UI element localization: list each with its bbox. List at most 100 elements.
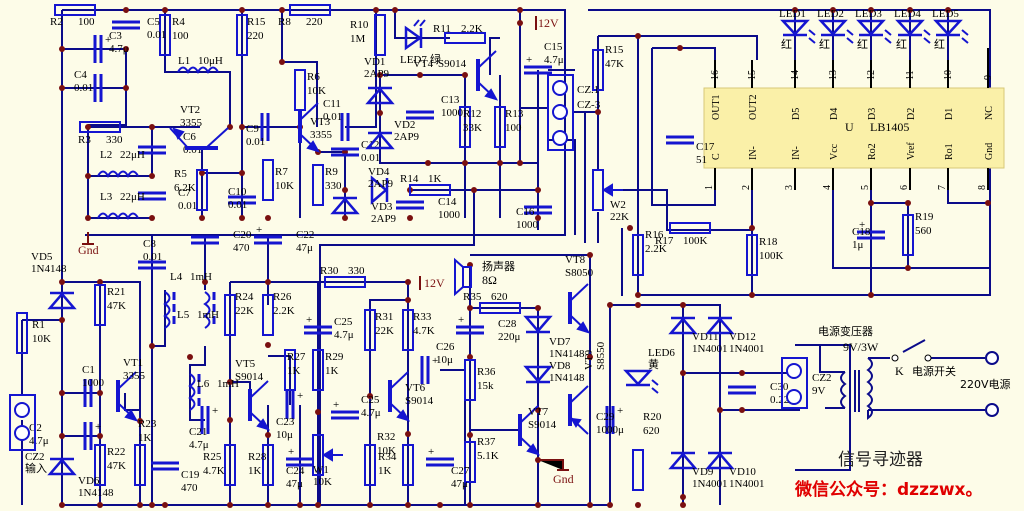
- ic-pin-number: 6: [899, 185, 910, 190]
- resistor-value: 560: [915, 225, 932, 237]
- light-arrows: [961, 29, 969, 44]
- led-symbol: [623, 369, 653, 387]
- capacitor-value: 1000: [516, 219, 539, 231]
- connector-label: 输入: [25, 461, 47, 475]
- ic-pin-number: 1: [704, 185, 715, 190]
- capacitor-ref: C27: [451, 465, 470, 477]
- mains-terminal: [985, 403, 999, 417]
- resistor-value: 15k: [477, 380, 494, 392]
- ic-lb1405: 16OUT115OUT214D513D412D311D210D19NCC1IN-…: [703, 48, 1005, 190]
- diode-value: 1N4001: [692, 343, 727, 355]
- ic-body: [703, 87, 1005, 169]
- diagram-title: 信号寻迹器: [838, 450, 923, 470]
- capacitor-value: 0.01: [74, 82, 93, 94]
- capacitor-value: 10μ: [276, 429, 293, 441]
- resistor-body: [364, 309, 376, 351]
- ic-pin-name: IN-: [748, 146, 759, 160]
- junction: [137, 502, 143, 508]
- junction: [405, 502, 411, 508]
- resistor-value: 100: [78, 16, 95, 28]
- resistor-ref: R32: [377, 431, 395, 443]
- capacitor-value: 1000: [438, 209, 461, 221]
- capacitor-ref: C1: [82, 364, 95, 376]
- connector-label: 9V: [812, 385, 826, 397]
- plus-sign: +: [617, 405, 623, 417]
- diode-value: 1N4148: [549, 372, 585, 384]
- junction: [97, 502, 103, 508]
- capacitor-plates: [83, 379, 93, 407]
- capacitor-ref: C10: [228, 186, 247, 198]
- leads: [569, 283, 589, 333]
- capacitor-value: 0.01: [147, 29, 166, 41]
- resistor-value: 1K: [428, 173, 442, 185]
- led-color: 红: [819, 38, 830, 51]
- emitter-arrow: [172, 127, 185, 140]
- plus-sign: +: [428, 446, 434, 458]
- led-ref: LED6: [648, 347, 675, 359]
- junction: [227, 502, 233, 508]
- diode-value: 1N4001: [692, 478, 727, 490]
- connector-body: [547, 74, 574, 151]
- ic-pin-name: D2: [906, 108, 917, 120]
- resistor-body: [402, 444, 414, 486]
- resistor-value: 10K: [275, 180, 294, 192]
- pot-body: [592, 169, 604, 211]
- capacitor-value: 1000: [441, 107, 464, 119]
- capacitor-plates: [138, 145, 166, 155]
- inductor-ref: L5: [177, 309, 190, 321]
- leads: [569, 385, 589, 435]
- emitter-arrow: [256, 418, 271, 431]
- resistor-ref: R24: [235, 291, 254, 303]
- resistor-ref: R25: [203, 451, 222, 463]
- capacitor-plates: [286, 457, 314, 467]
- connector-pin: [552, 104, 568, 120]
- resistor-body: [16, 312, 28, 354]
- junction: [680, 502, 686, 508]
- resistor-value: 220: [306, 16, 323, 28]
- capacitor-ref: C20: [233, 229, 252, 241]
- switch-contact: [891, 354, 899, 362]
- inductor-ref: L1: [178, 55, 190, 67]
- gnd-bottom-label: Gnd: [553, 472, 574, 486]
- wiper-arrow: [322, 448, 333, 462]
- capacitor-c6: C60.01: [138, 131, 202, 156]
- resistor-body: [224, 294, 236, 336]
- capacitor-value: 51: [696, 154, 707, 166]
- resistor-value: 10K: [377, 445, 396, 457]
- capacitor-value: 1μ: [852, 239, 864, 251]
- led-ref: LED7: [400, 54, 427, 66]
- led-ref: LED4: [894, 8, 921, 20]
- diode-symbol: [523, 365, 553, 384]
- v12-mid-label: 12V: [424, 276, 445, 290]
- coil: [203, 291, 211, 329]
- connector-ref: CZ-3: [577, 99, 601, 111]
- resistor-body: [592, 49, 604, 91]
- capacitor-value: 1000: [82, 377, 105, 389]
- capacitor-plates: [93, 35, 103, 63]
- resistor-value: 4.7K: [203, 465, 225, 477]
- junction: [607, 502, 613, 508]
- resistor-ref: R16: [645, 229, 664, 241]
- ic-pin-name: D5: [791, 108, 802, 120]
- ic-pin-name: Vref: [906, 142, 917, 160]
- led-color: 红: [857, 38, 868, 51]
- emitter-arrow: [570, 417, 582, 428]
- capacitor-plates: [605, 406, 615, 434]
- emitter-arrow: [306, 140, 321, 153]
- capacitor-plates: [191, 235, 219, 245]
